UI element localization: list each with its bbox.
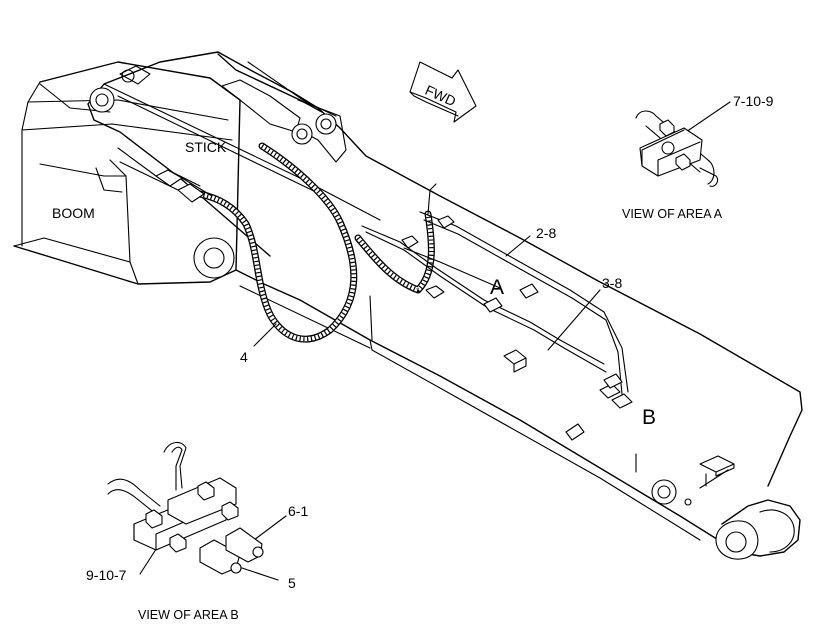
callout-2-8: 2-8 (536, 225, 556, 241)
detail-area-b (107, 441, 264, 575)
rigid-tubes (361, 211, 633, 409)
detail-area-a (635, 110, 719, 187)
callout-5: 5 (288, 575, 296, 591)
stick-label: STICK (185, 139, 227, 155)
view-area-b-caption: VIEW OF AREA B (138, 608, 239, 622)
boom-label: BOOM (52, 205, 95, 221)
stick-structure (87, 51, 803, 560)
callout-9-10-7: 9-10-7 (86, 567, 127, 583)
boom-structure (13, 61, 241, 285)
callout-7-10-9: 7-10-9 (733, 93, 774, 109)
area-a-marker: A (490, 276, 504, 299)
callout-4: 4 (240, 349, 248, 365)
area-b-marker: B (642, 406, 656, 429)
view-area-a-caption: VIEW OF AREA A (622, 207, 723, 221)
callout-6-1: 6-1 (288, 503, 308, 519)
fwd-arrow-icon: FWD (409, 61, 477, 123)
coiled-hose (117, 142, 437, 343)
callout-3-8: 3-8 (602, 275, 622, 291)
